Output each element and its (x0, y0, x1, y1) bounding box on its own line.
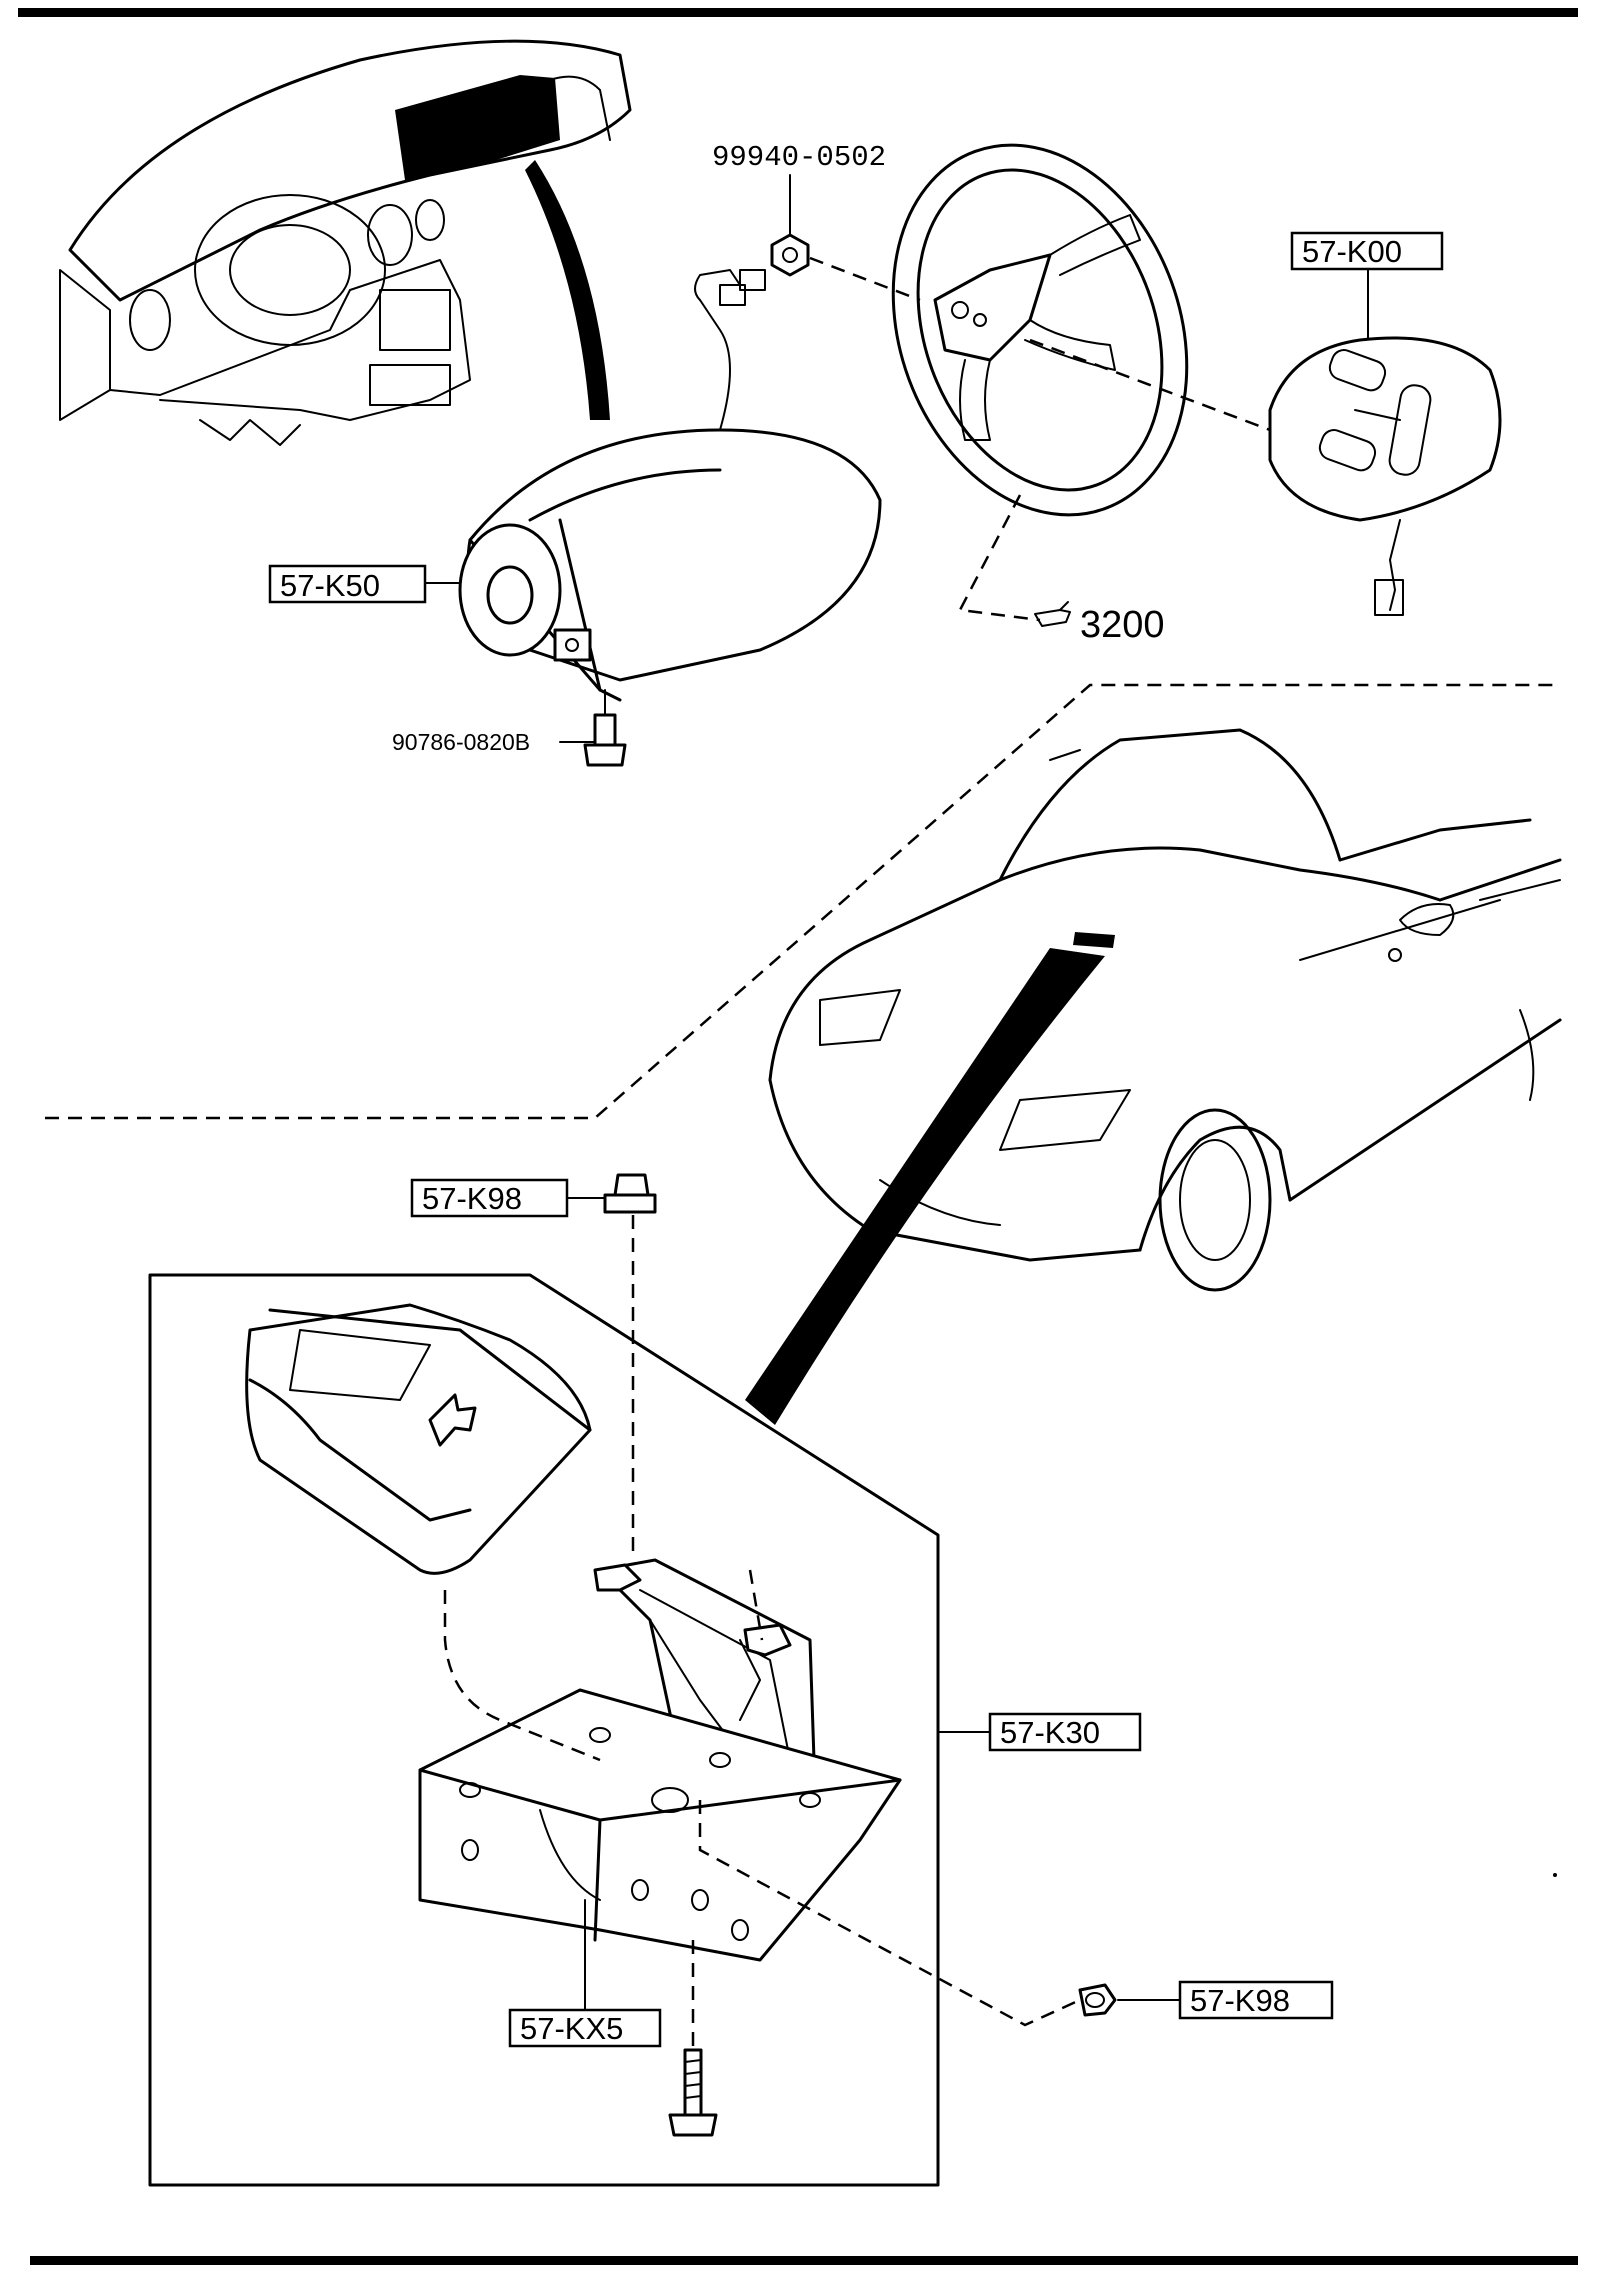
unit-to-plate-dashline (443, 1590, 601, 1762)
label-99940-0502: 99940-0502 (712, 141, 886, 174)
inset-frame (148, 1273, 940, 2187)
module-location-shade (1073, 932, 1115, 948)
nut-99940-0502 (770, 233, 810, 277)
stray-dot (1553, 1873, 1557, 1877)
nut-57-K98-bottom (1078, 1983, 1117, 2017)
screw-bottom (668, 2048, 718, 2137)
dashboard-illustration (59, 39, 632, 446)
top-rule (18, 8, 1578, 17)
label-57-K30: 57-K30 (988, 1712, 1142, 1752)
svg-text:57-K98: 57-K98 (1190, 1983, 1290, 2018)
airbag-control-unit (245, 1303, 592, 1575)
svg-text:57-K98: 57-K98 (422, 1181, 522, 1216)
label-57-KX5: 57-KX5 (508, 2008, 662, 2048)
bottom-rule (30, 2256, 1578, 2265)
airbag-location-shade (395, 75, 560, 180)
bolt-90786-0820B (583, 689, 627, 767)
nut-to-wheel-dashline (809, 256, 921, 302)
svg-text:57-K30: 57-K30 (1000, 1715, 1100, 1750)
label-57-K98-bottom: 57-K98 (1178, 1980, 1334, 2020)
car-illustration (768, 728, 1562, 1292)
section-divider (45, 683, 1560, 1120)
nut-57-K98-top (603, 1173, 657, 1214)
label-57-K98-top: 57-K98 (410, 1178, 569, 1218)
label-ref-3200: 3200 (1080, 604, 1165, 646)
car-pointer (745, 948, 1105, 1425)
wheel-to-airbag-dashline (1029, 338, 1271, 432)
ref-3200-dashline (958, 494, 1041, 622)
svg-text:57-KX5: 57-KX5 (520, 2011, 623, 2046)
plate-to-bottom-nut-dashline (698, 1800, 1081, 2027)
svg-text:57-K50: 57-K50 (280, 568, 380, 603)
steering-wheel (891, 143, 1189, 517)
bracket-dashline (748, 1569, 764, 1641)
pointing-hand-icon (1034, 601, 1071, 627)
label-57-K50: 57-K50 (268, 564, 427, 604)
dashboard-pointer (525, 160, 610, 420)
svg-text:57-K00: 57-K00 (1302, 234, 1402, 269)
driver-airbag-module (1268, 336, 1502, 616)
label-90786-0820B: 90786-0820B (392, 729, 530, 755)
label-57-K00: 57-K00 (1290, 231, 1444, 271)
passenger-airbag-module (458, 269, 882, 702)
